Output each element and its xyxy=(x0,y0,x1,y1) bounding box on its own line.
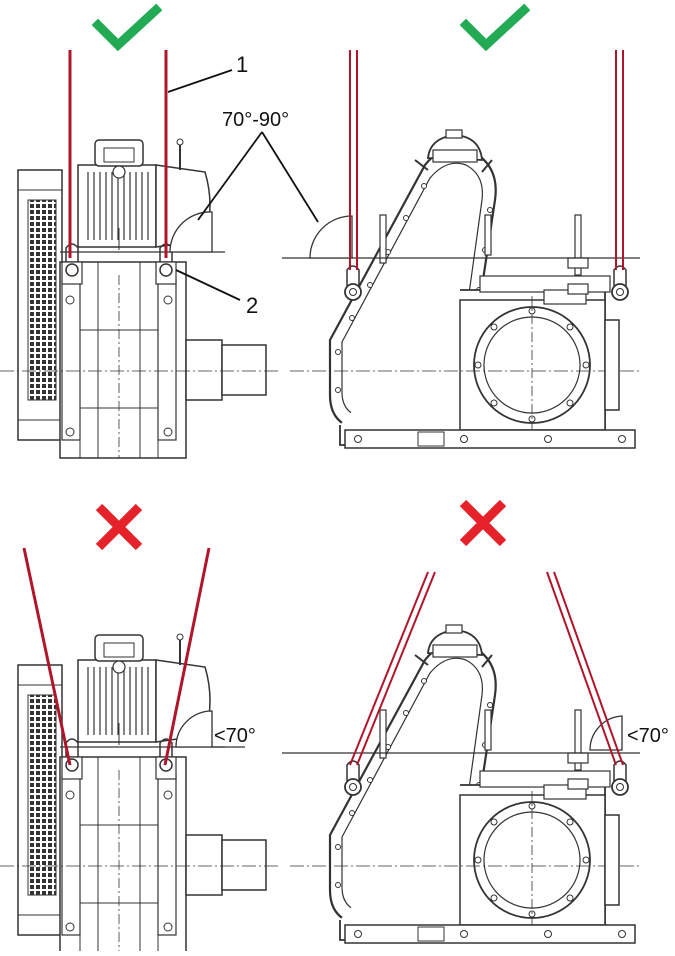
cross-icon xyxy=(95,503,143,551)
angle-label-incorrect-side: <70° xyxy=(627,725,669,747)
cross-icon xyxy=(459,499,507,547)
angle-leader-right xyxy=(261,131,319,223)
front-view-incorrect xyxy=(0,547,281,954)
callout-2-leader xyxy=(175,269,241,301)
angle-label-incorrect-front: <70° xyxy=(214,725,256,747)
front-view-correct xyxy=(0,50,281,459)
callout-number-2: 2 xyxy=(246,293,259,318)
angle-leader-left xyxy=(197,131,263,221)
angle-label-correct: 70°-90° xyxy=(222,109,290,131)
callout-1-leader xyxy=(167,69,233,93)
check-icon xyxy=(459,3,531,52)
check-icon xyxy=(91,3,163,52)
side-view-correct xyxy=(280,50,642,450)
side-view-incorrect xyxy=(280,571,642,945)
callout-number-1: 1 xyxy=(236,52,249,77)
